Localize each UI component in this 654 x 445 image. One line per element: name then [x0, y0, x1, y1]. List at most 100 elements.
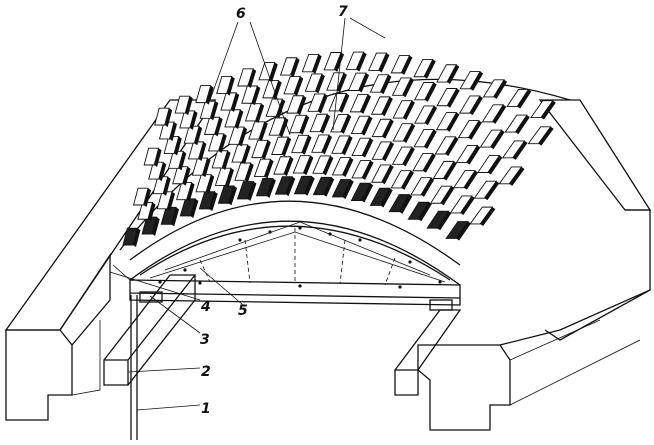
- brick-side: [169, 122, 178, 141]
- brick-side: [381, 96, 393, 117]
- brick-side: [468, 120, 483, 140]
- brick-side: [402, 147, 415, 167]
- brick-side: [294, 76, 304, 96]
- brick-side: [247, 68, 257, 88]
- brick-side: [490, 130, 505, 150]
- brick-side: [540, 100, 556, 120]
- brick-side: [361, 116, 373, 136]
- brick-side: [487, 155, 503, 175]
- brick-side: [484, 181, 500, 201]
- brick-side: [152, 217, 160, 236]
- brick-side: [261, 140, 271, 160]
- brick-side: [174, 136, 182, 156]
- brick-side: [443, 161, 457, 181]
- brick-side: [206, 174, 215, 194]
- vertical-post: [130, 295, 138, 440]
- label-6: 6: [236, 6, 246, 22]
- brick-side: [163, 176, 171, 196]
- brick-side: [492, 104, 507, 124]
- brick-side: [445, 136, 459, 157]
- brick-side: [339, 93, 350, 113]
- brick-side: [424, 129, 437, 149]
- brick-side: [202, 158, 211, 178]
- brick-side: [378, 53, 390, 73]
- brick-side: [447, 88, 460, 108]
- brick-side: [154, 148, 162, 167]
- brick-side: [241, 144, 251, 165]
- brick-side: [360, 94, 372, 114]
- brick-side: [342, 179, 354, 199]
- label-2: 2: [201, 364, 211, 380]
- brick-side: [470, 71, 484, 91]
- label-4: 4: [200, 299, 211, 315]
- brick-side: [334, 52, 345, 72]
- brick-side: [167, 191, 176, 211]
- brick-side: [210, 101, 219, 121]
- brick-side: [361, 183, 374, 203]
- brick-side: [230, 92, 240, 113]
- brick-courses: [122, 51, 556, 247]
- centering-truss: [129, 220, 461, 306]
- brick-side: [422, 153, 436, 173]
- brick-side: [403, 123, 416, 144]
- brick-side: [480, 207, 496, 226]
- brick-side: [401, 170, 414, 190]
- brick-side: [290, 57, 300, 78]
- brick-side: [312, 54, 322, 74]
- brick-side: [321, 134, 333, 155]
- brick-side: [382, 141, 395, 162]
- brick-side: [143, 188, 152, 207]
- brick-side: [185, 96, 193, 116]
- brick-side: [205, 85, 214, 105]
- label-7: 7: [338, 4, 348, 20]
- right-wall: [417, 99, 652, 431]
- brick-side: [356, 52, 367, 72]
- brick-side: [147, 202, 156, 222]
- brick-side: [303, 155, 314, 176]
- brick-side: [301, 135, 312, 155]
- brick-side: [281, 137, 292, 157]
- brick-side: [317, 93, 328, 114]
- brick-side: [446, 112, 460, 132]
- brick-side: [209, 191, 218, 211]
- brick-side: [297, 95, 307, 116]
- brick-side: [381, 164, 394, 185]
- brick-side: [424, 105, 438, 126]
- support-blocks: [139, 291, 453, 311]
- brick-side: [189, 110, 198, 130]
- brick-side: [228, 185, 238, 206]
- brick-side: [222, 150, 231, 170]
- brick-side: [247, 181, 257, 201]
- brick-side: [190, 198, 199, 218]
- brick-side: [424, 82, 437, 102]
- brick-side: [418, 202, 432, 222]
- brick-side: [186, 182, 195, 202]
- brick-side: [255, 103, 265, 123]
- brick-side: [182, 166, 191, 186]
- brick-side: [424, 59, 436, 79]
- brick-side: [251, 86, 261, 106]
- brick-side: [244, 162, 254, 183]
- brick-side: [469, 95, 483, 116]
- brick-side: [380, 188, 393, 208]
- brick-side: [340, 114, 352, 134]
- callout-labels: 6 7 4 5 3 2 1: [200, 4, 348, 417]
- brick-side: [198, 141, 207, 161]
- brick-side: [399, 194, 413, 214]
- brick-side: [299, 115, 310, 135]
- brick-side: [437, 211, 452, 231]
- brick-side: [178, 151, 187, 171]
- brick-side: [266, 178, 276, 198]
- brick-side: [272, 80, 282, 100]
- brick-side: [218, 133, 227, 153]
- brick-side: [320, 114, 331, 134]
- brick-side: [460, 195, 475, 215]
- brick-side: [279, 117, 289, 138]
- brick-side: [380, 74, 392, 95]
- brick-side: [226, 76, 235, 96]
- brick-side: [362, 160, 374, 180]
- brick-side: [403, 100, 415, 121]
- brick-side: [440, 186, 455, 206]
- brick-side: [362, 138, 374, 158]
